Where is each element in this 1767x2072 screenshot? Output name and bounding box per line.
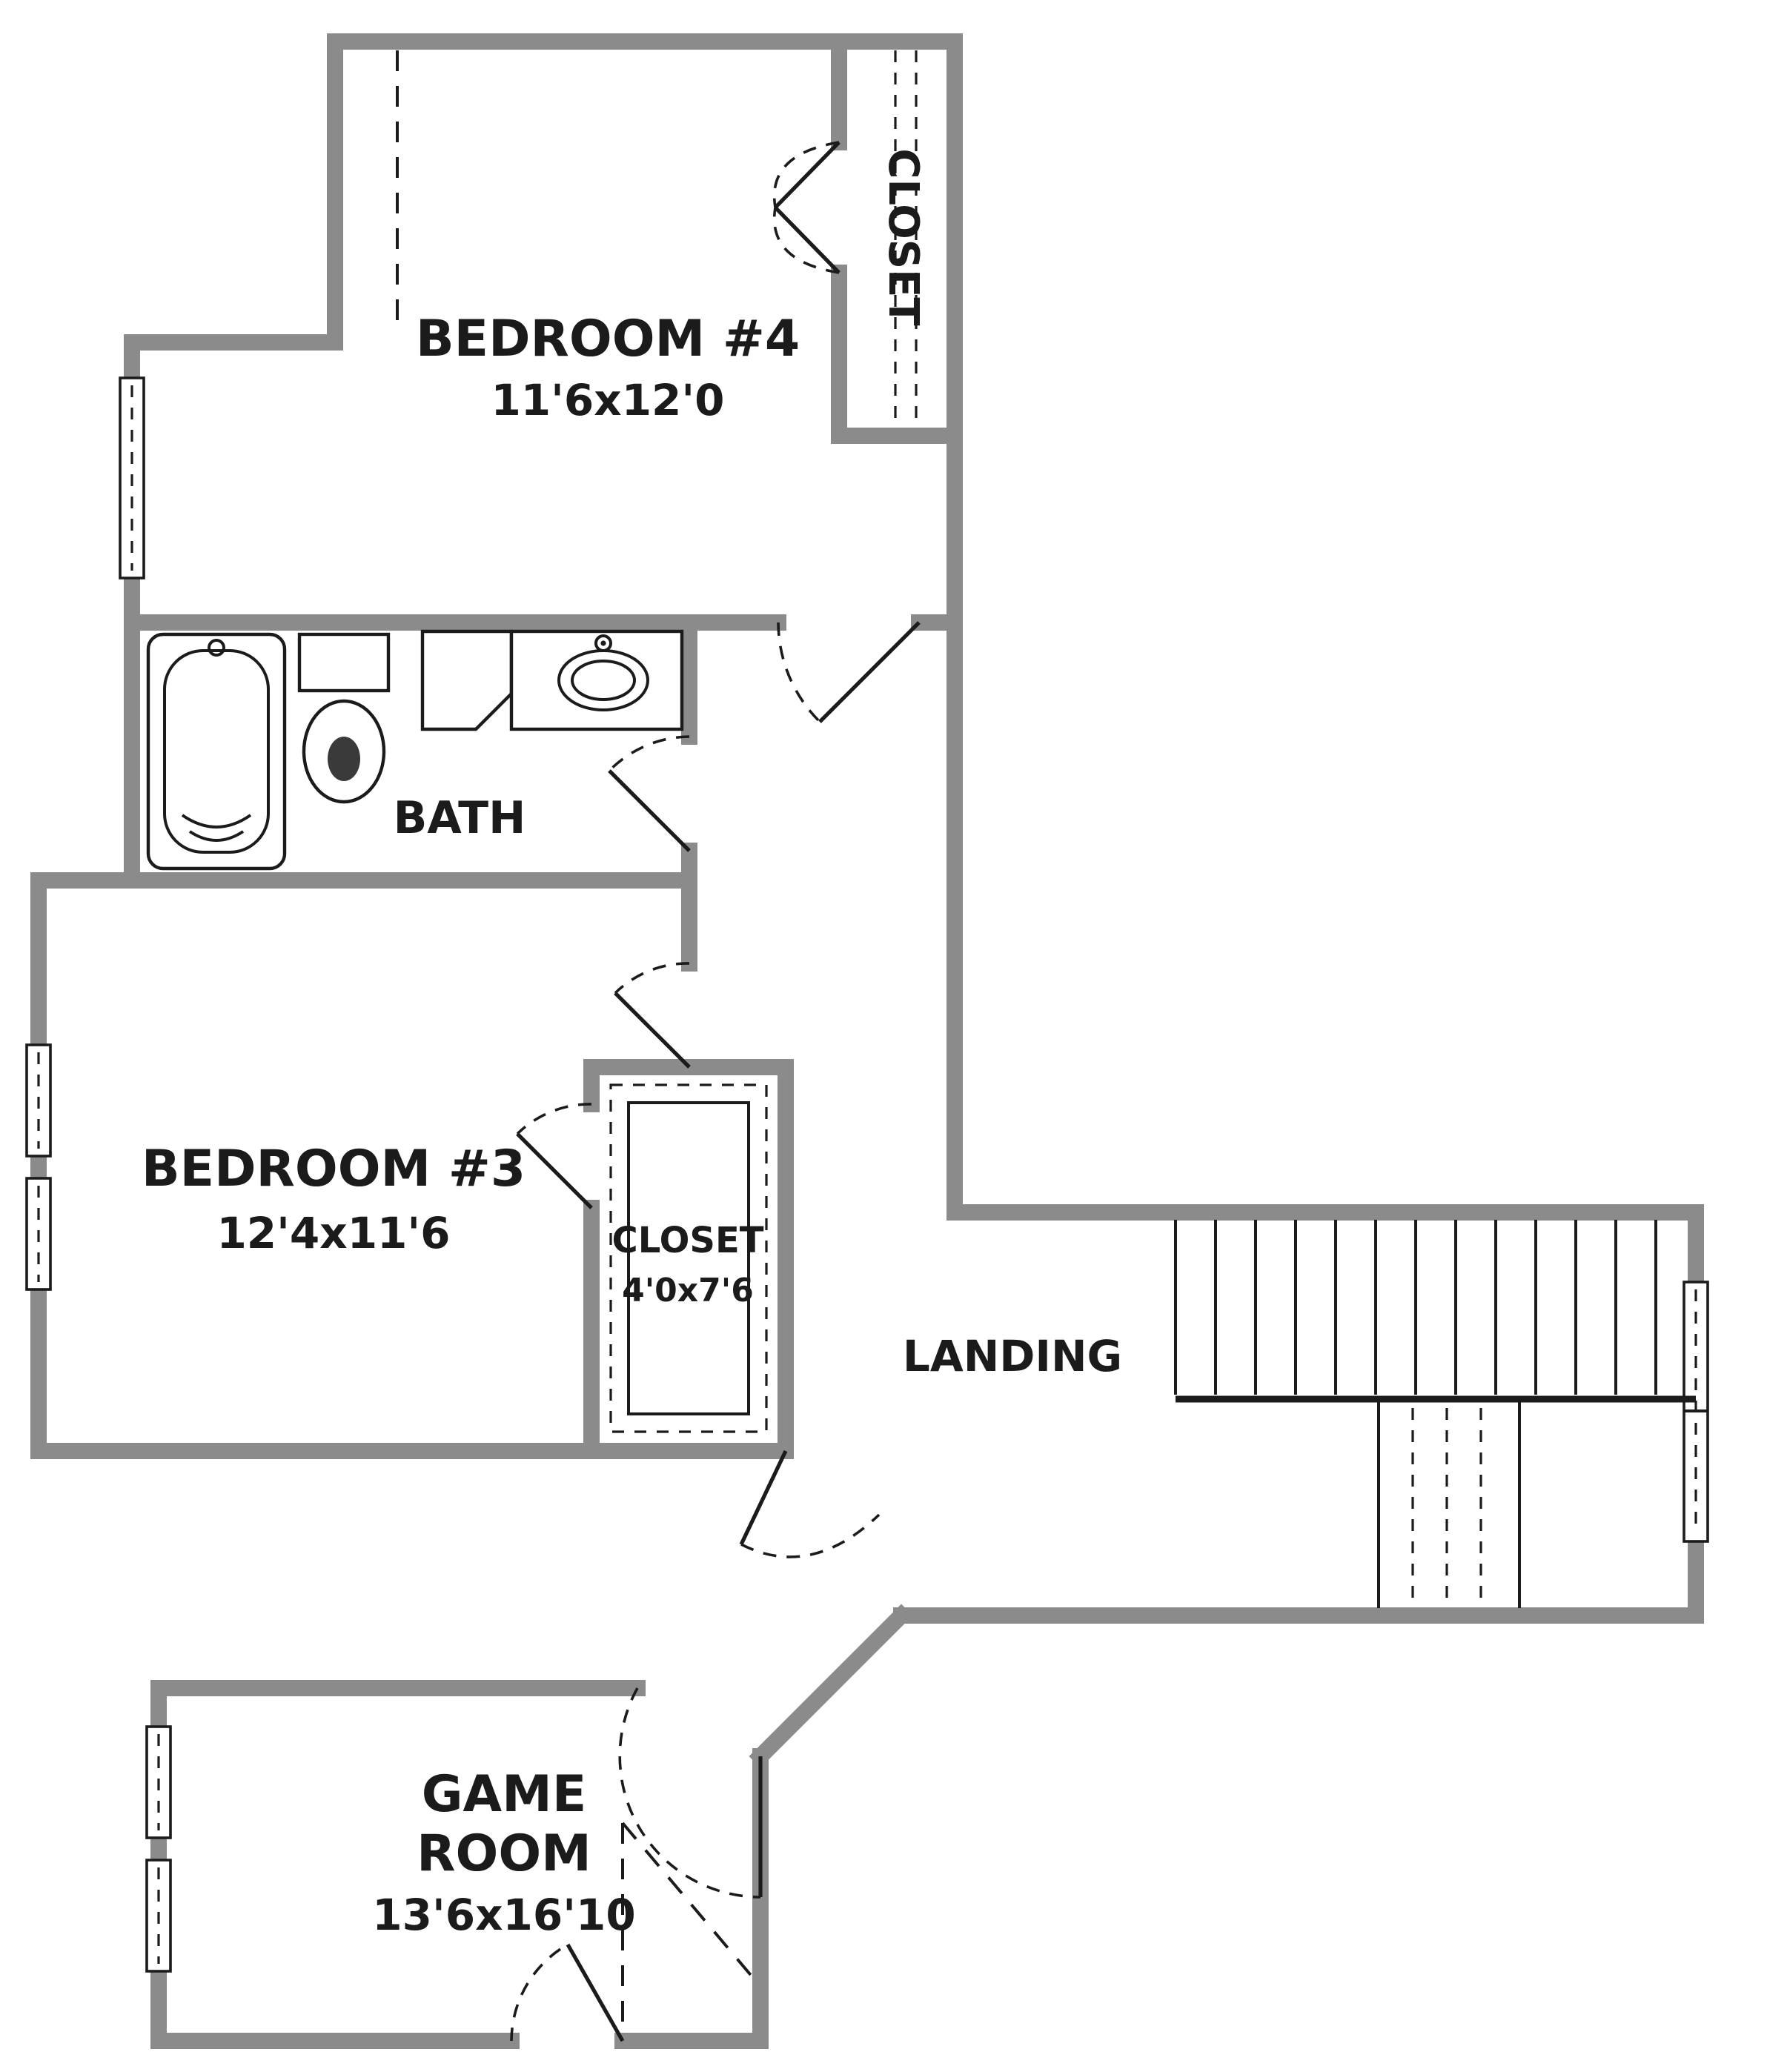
closet4-label: CLOSET: [879, 148, 927, 325]
window-bedroom4-left: [119, 376, 145, 580]
gameroom-ceiling-lines: [621, 1822, 759, 2036]
bedroom3-label: BEDROOM #3: [142, 1140, 526, 1198]
door-gameroom-entry: [618, 1687, 763, 1899]
window-landing-right: [1683, 1281, 1709, 1543]
window-bedroom3-left-upper: [25, 1043, 52, 1158]
gameroom-label-line1: GAME: [422, 1765, 587, 1824]
closet3-label: CLOSET: [611, 1220, 763, 1261]
bathtub: [146, 632, 287, 871]
window-gameroom-left-lower: [145, 1859, 172, 1973]
stair-treads: [1174, 1220, 1657, 1395]
sink-counter: [509, 629, 684, 731]
landing-label: LANDING: [903, 1331, 1122, 1381]
door-closet3: [516, 1103, 593, 1209]
bedroom4-dims: 11'6x12'0: [491, 375, 724, 425]
door-gameroom-bottom: [510, 1943, 625, 2042]
windows: [25, 376, 1709, 1973]
closet4-shelf-lines: [894, 50, 918, 427]
door-bath: [608, 735, 691, 852]
room-labels: BEDROOM #4 11'6x12'0 CLOSET BATH BEDROOM…: [142, 148, 1122, 1940]
lower-flight-sides: [1377, 1402, 1521, 1608]
staircase: [1174, 1220, 1696, 1608]
closet3-shelf-inner: [627, 1101, 750, 1415]
door-bedroom4: [777, 621, 921, 723]
door-bedroom3: [614, 962, 691, 1069]
window-gameroom-left-upper: [145, 1725, 172, 1839]
toilet: [297, 632, 391, 804]
dashed-ceiling-lines: [396, 50, 918, 2036]
window-bedroom3-left-lower: [25, 1177, 52, 1291]
bath-fixtures: [146, 629, 684, 871]
closet3-dims: 4'0x7'6: [622, 1272, 754, 1309]
gameroom-label-line2: ROOM: [417, 1824, 591, 1883]
bath-label: BATH: [394, 792, 526, 844]
wall-segments: [30, 33, 1704, 2049]
door-landing-passage: [739, 1450, 881, 1558]
bedroom4-label: BEDROOM #4: [416, 310, 800, 368]
gameroom-dims: 13'6x16'10: [372, 1890, 635, 1940]
vanity-cabinet: [420, 629, 514, 731]
door-closet4: [773, 141, 841, 274]
bedroom3-dims: 12'4x11'6: [216, 1208, 450, 1258]
doors: [510, 141, 921, 2042]
lower-flight-treads: [1411, 1408, 1482, 1604]
